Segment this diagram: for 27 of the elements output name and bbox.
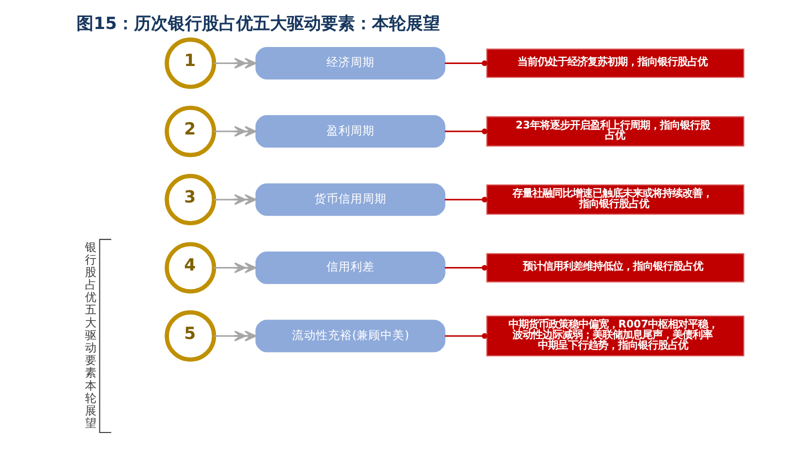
node-box: 盈利周期 — [255, 115, 446, 148]
connector — [444, 264, 488, 271]
node-box: 23年将逐步开启盈利上行周期，指向银行股占优 — [486, 116, 744, 147]
node-box: 中期货币政策稳中偏宽，R007中枢相对平稳，波动性边际减弱；美联储加息尾声，美债利率中期呈下行趋势，指向银行股占优 — [486, 316, 744, 356]
arrow — [214, 126, 256, 137]
node-circle: 3 — [164, 174, 216, 226]
node-box: 存量社融同比增速已触底未来或将持续改善，指向银行股占优 — [486, 184, 744, 215]
connector — [444, 196, 488, 202]
arrow — [214, 194, 256, 206]
connector — [444, 128, 488, 134]
node-box: 预计信用利差维持低位，指向银行股占优 — [486, 253, 744, 282]
node-box: 当前仍处于经济复苏初期，指向银行股占优 — [486, 48, 744, 78]
arrow — [214, 330, 256, 342]
diagram-title: 图15：历次银行股占优五大驱动要素：本轮展望 — [76, 12, 440, 33]
node-box: 经济周期 — [255, 46, 446, 80]
node-box: 货币信用周期 — [255, 183, 446, 216]
node-circle: 4 — [164, 242, 216, 294]
connector — [444, 60, 488, 66]
node-circle: 5 — [164, 310, 216, 362]
label: 银行股占优五大驱动要素本轮展望 — [84, 240, 97, 430]
node-box: 流动性充裕(兼顾中美) — [255, 320, 446, 352]
node-circle: 1 — [164, 38, 216, 89]
arrow — [214, 262, 256, 274]
arrow — [214, 58, 256, 69]
connector — [444, 333, 488, 339]
node-circle: 2 — [164, 106, 216, 158]
node-box: 信用利差 — [255, 252, 446, 284]
